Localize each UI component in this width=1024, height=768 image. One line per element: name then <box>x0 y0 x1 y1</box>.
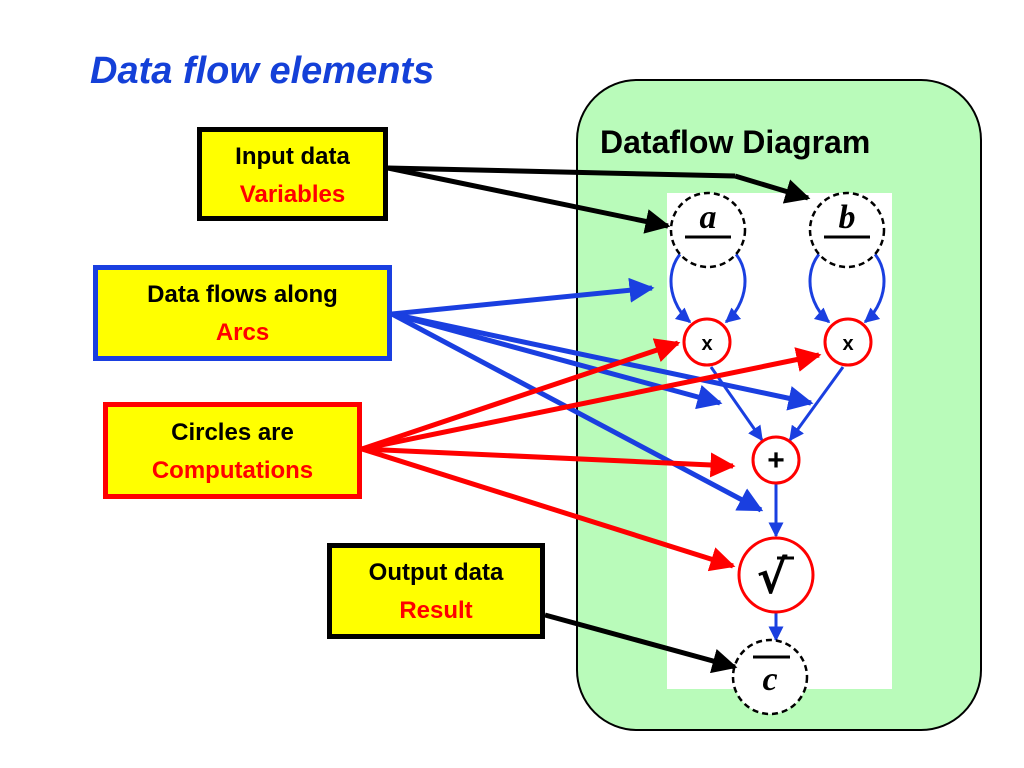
arcs-callout-line1: Data flows along <box>147 281 338 308</box>
panel-title: Dataflow Diagram <box>600 124 871 160</box>
multiply-left-label: x <box>701 333 712 355</box>
circles-callout-arrows <box>361 338 822 572</box>
circles-callout-line2: Computations <box>151 457 314 484</box>
variable-b-node <box>808 191 886 269</box>
variable-a-label: a <box>700 199 717 236</box>
sqrt-node <box>737 536 815 614</box>
input-callout-arrows <box>387 165 811 234</box>
output-callout-line1: Output data <box>368 559 504 586</box>
input-data-callout: Input data Variables <box>197 127 388 221</box>
arcs-callout: Data flows along Arcs <box>93 265 392 361</box>
output-data-callout: Output data Result <box>327 543 545 639</box>
variable-b-label: b <box>839 199 856 236</box>
variable-a-node <box>669 191 747 269</box>
variable-c-label: c <box>762 661 777 698</box>
output-callout-line2: Result <box>399 597 473 624</box>
add-label: + <box>767 444 785 477</box>
circles-callout-line1: Circles are <box>171 419 294 446</box>
arcs-callout-line2: Arcs <box>215 319 270 346</box>
slide-title: Data flow elements <box>90 50 435 92</box>
add-node <box>751 435 801 485</box>
multiply-left-node <box>682 317 732 367</box>
output-callout-arrow <box>544 612 738 674</box>
input-callout-line2: Variables <box>239 181 346 208</box>
circles-callout: Circles are Computations <box>103 402 362 499</box>
multiply-right-node <box>823 317 873 367</box>
input-callout-line1: Input data <box>235 143 350 170</box>
multiply-right-label: x <box>842 333 853 355</box>
